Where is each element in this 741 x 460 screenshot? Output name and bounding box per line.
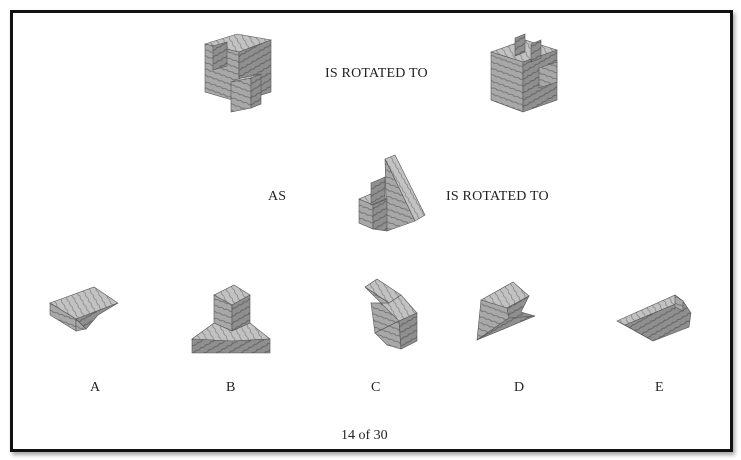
option-c-label[interactable]: C — [371, 380, 381, 395]
option-e-figure[interactable] — [613, 291, 695, 346]
test-frame: IS ROTATED TO AS IS ROTATED TO — [10, 10, 733, 452]
question-counter: 14 of 30 — [341, 428, 388, 443]
option-d-label[interactable]: D — [514, 380, 525, 395]
connector-as-label: AS — [268, 189, 287, 204]
option-e-label[interactable]: E — [655, 380, 664, 395]
option-b-figure[interactable] — [190, 281, 274, 361]
option-a-label[interactable]: A — [90, 380, 101, 395]
option-d-figure[interactable] — [469, 278, 549, 348]
option-a-figure[interactable] — [46, 281, 126, 341]
connector-top-label: IS ROTATED TO — [325, 66, 428, 81]
option-b-label[interactable]: B — [226, 380, 236, 395]
option-c-figure[interactable] — [361, 275, 431, 355]
wedge-figure — [351, 154, 431, 237]
cube-figure-rotated — [481, 30, 571, 125]
cube-figure-original — [193, 30, 283, 125]
connector-mid-label: IS ROTATED TO — [446, 189, 549, 204]
